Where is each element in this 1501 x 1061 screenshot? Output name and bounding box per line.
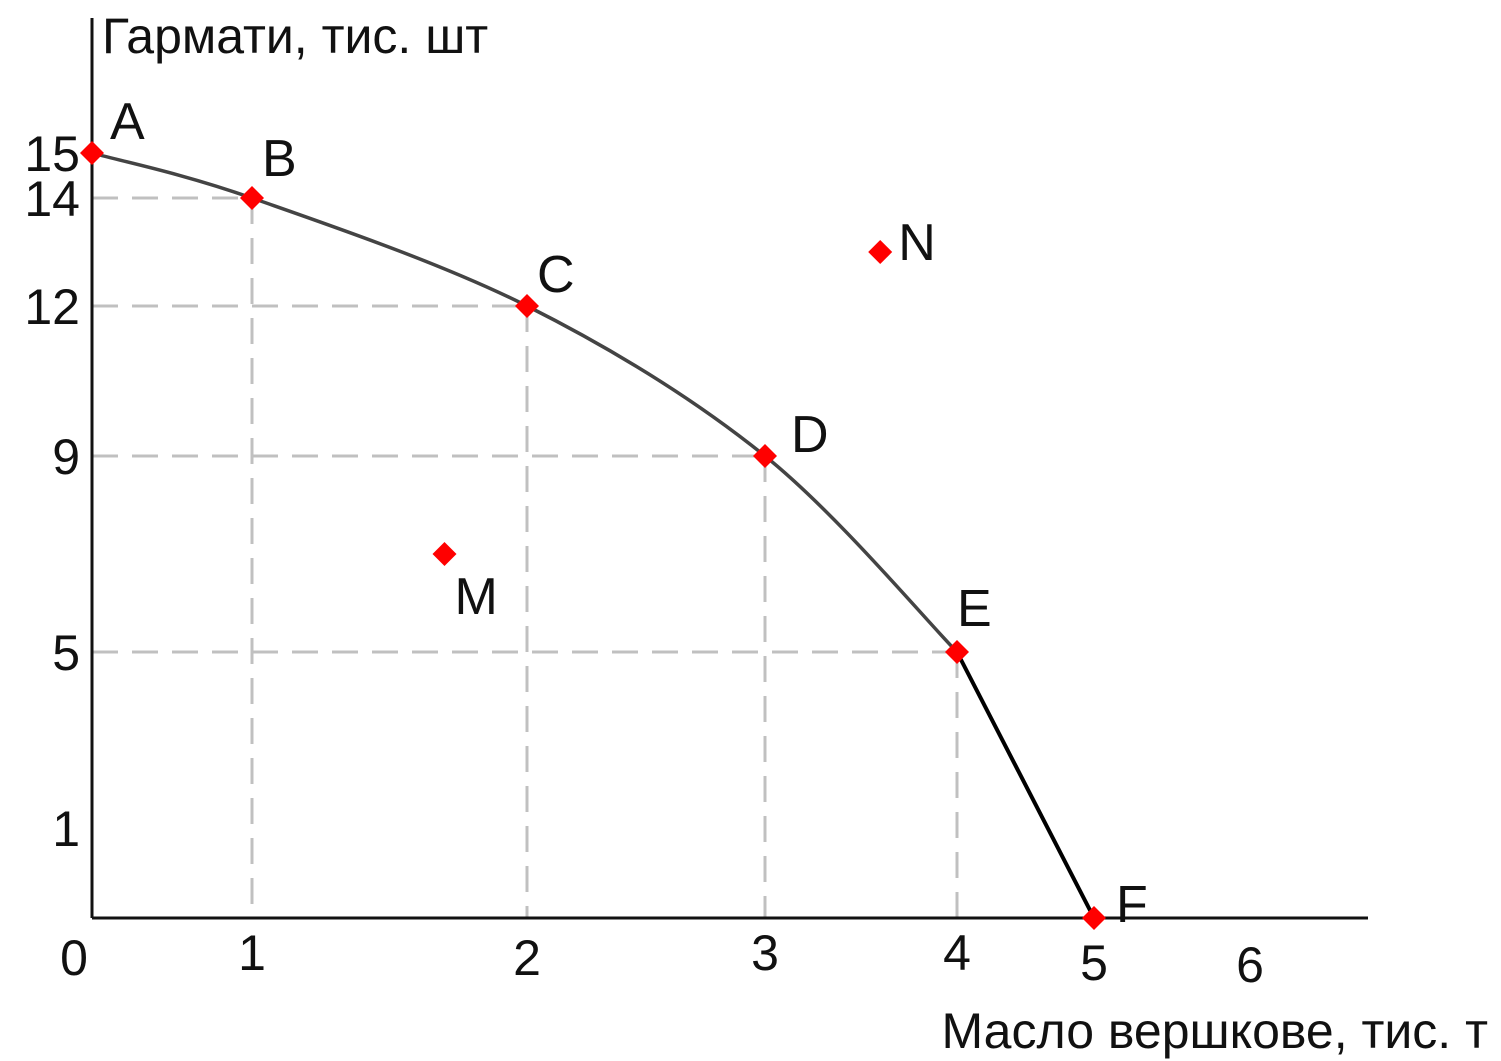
x-tick-label: 4: [943, 925, 971, 981]
x-tick-label: 0: [60, 930, 88, 986]
point-label-f: F: [1116, 876, 1148, 934]
y-tick-label: 15: [24, 126, 80, 182]
frontier-segment-ef: [955, 651, 1096, 919]
x-axis-title: Масло вершкове, тис. т: [941, 1003, 1488, 1059]
point-label-d: D: [791, 406, 829, 464]
x-tick-label: 5: [1080, 935, 1108, 991]
frontier-point-a: [80, 141, 104, 165]
x-tick-label: 6: [1236, 937, 1264, 993]
frontier-point-b: [240, 186, 264, 210]
y-tick-label: 5: [52, 625, 80, 681]
point-label-e: E: [957, 580, 992, 638]
frontier-point-e: [945, 640, 969, 664]
axes: [90, 18, 1368, 920]
y-tick-label: 12: [24, 279, 80, 335]
frontier-point-f: [1082, 906, 1106, 930]
other-point-m: [432, 542, 457, 566]
frontier-curve-line: [91, 151, 959, 654]
frontier-curve: [91, 151, 1096, 919]
other-point-n: [868, 240, 893, 264]
point-label-m: M: [455, 568, 498, 626]
point-label-n: N: [898, 214, 936, 272]
y-tick-label: 9: [52, 429, 80, 485]
y-tick-label: 1: [52, 801, 80, 857]
frontier-point-c: [515, 294, 539, 318]
x-tick-label: 1: [238, 925, 266, 981]
y-tick-label: 14: [24, 171, 80, 227]
y-axis-title: Гармати, тис. шт: [102, 8, 488, 64]
data-points: A B C D E F M N: [80, 93, 1148, 934]
frontier-point-d: [753, 444, 777, 468]
x-tick-label: 2: [513, 930, 541, 986]
point-label-b: B: [262, 130, 297, 188]
x-tick-label: 3: [751, 925, 779, 981]
point-label-a: A: [110, 93, 145, 151]
guide-lines: [92, 196, 959, 918]
point-label-c: C: [537, 246, 575, 304]
